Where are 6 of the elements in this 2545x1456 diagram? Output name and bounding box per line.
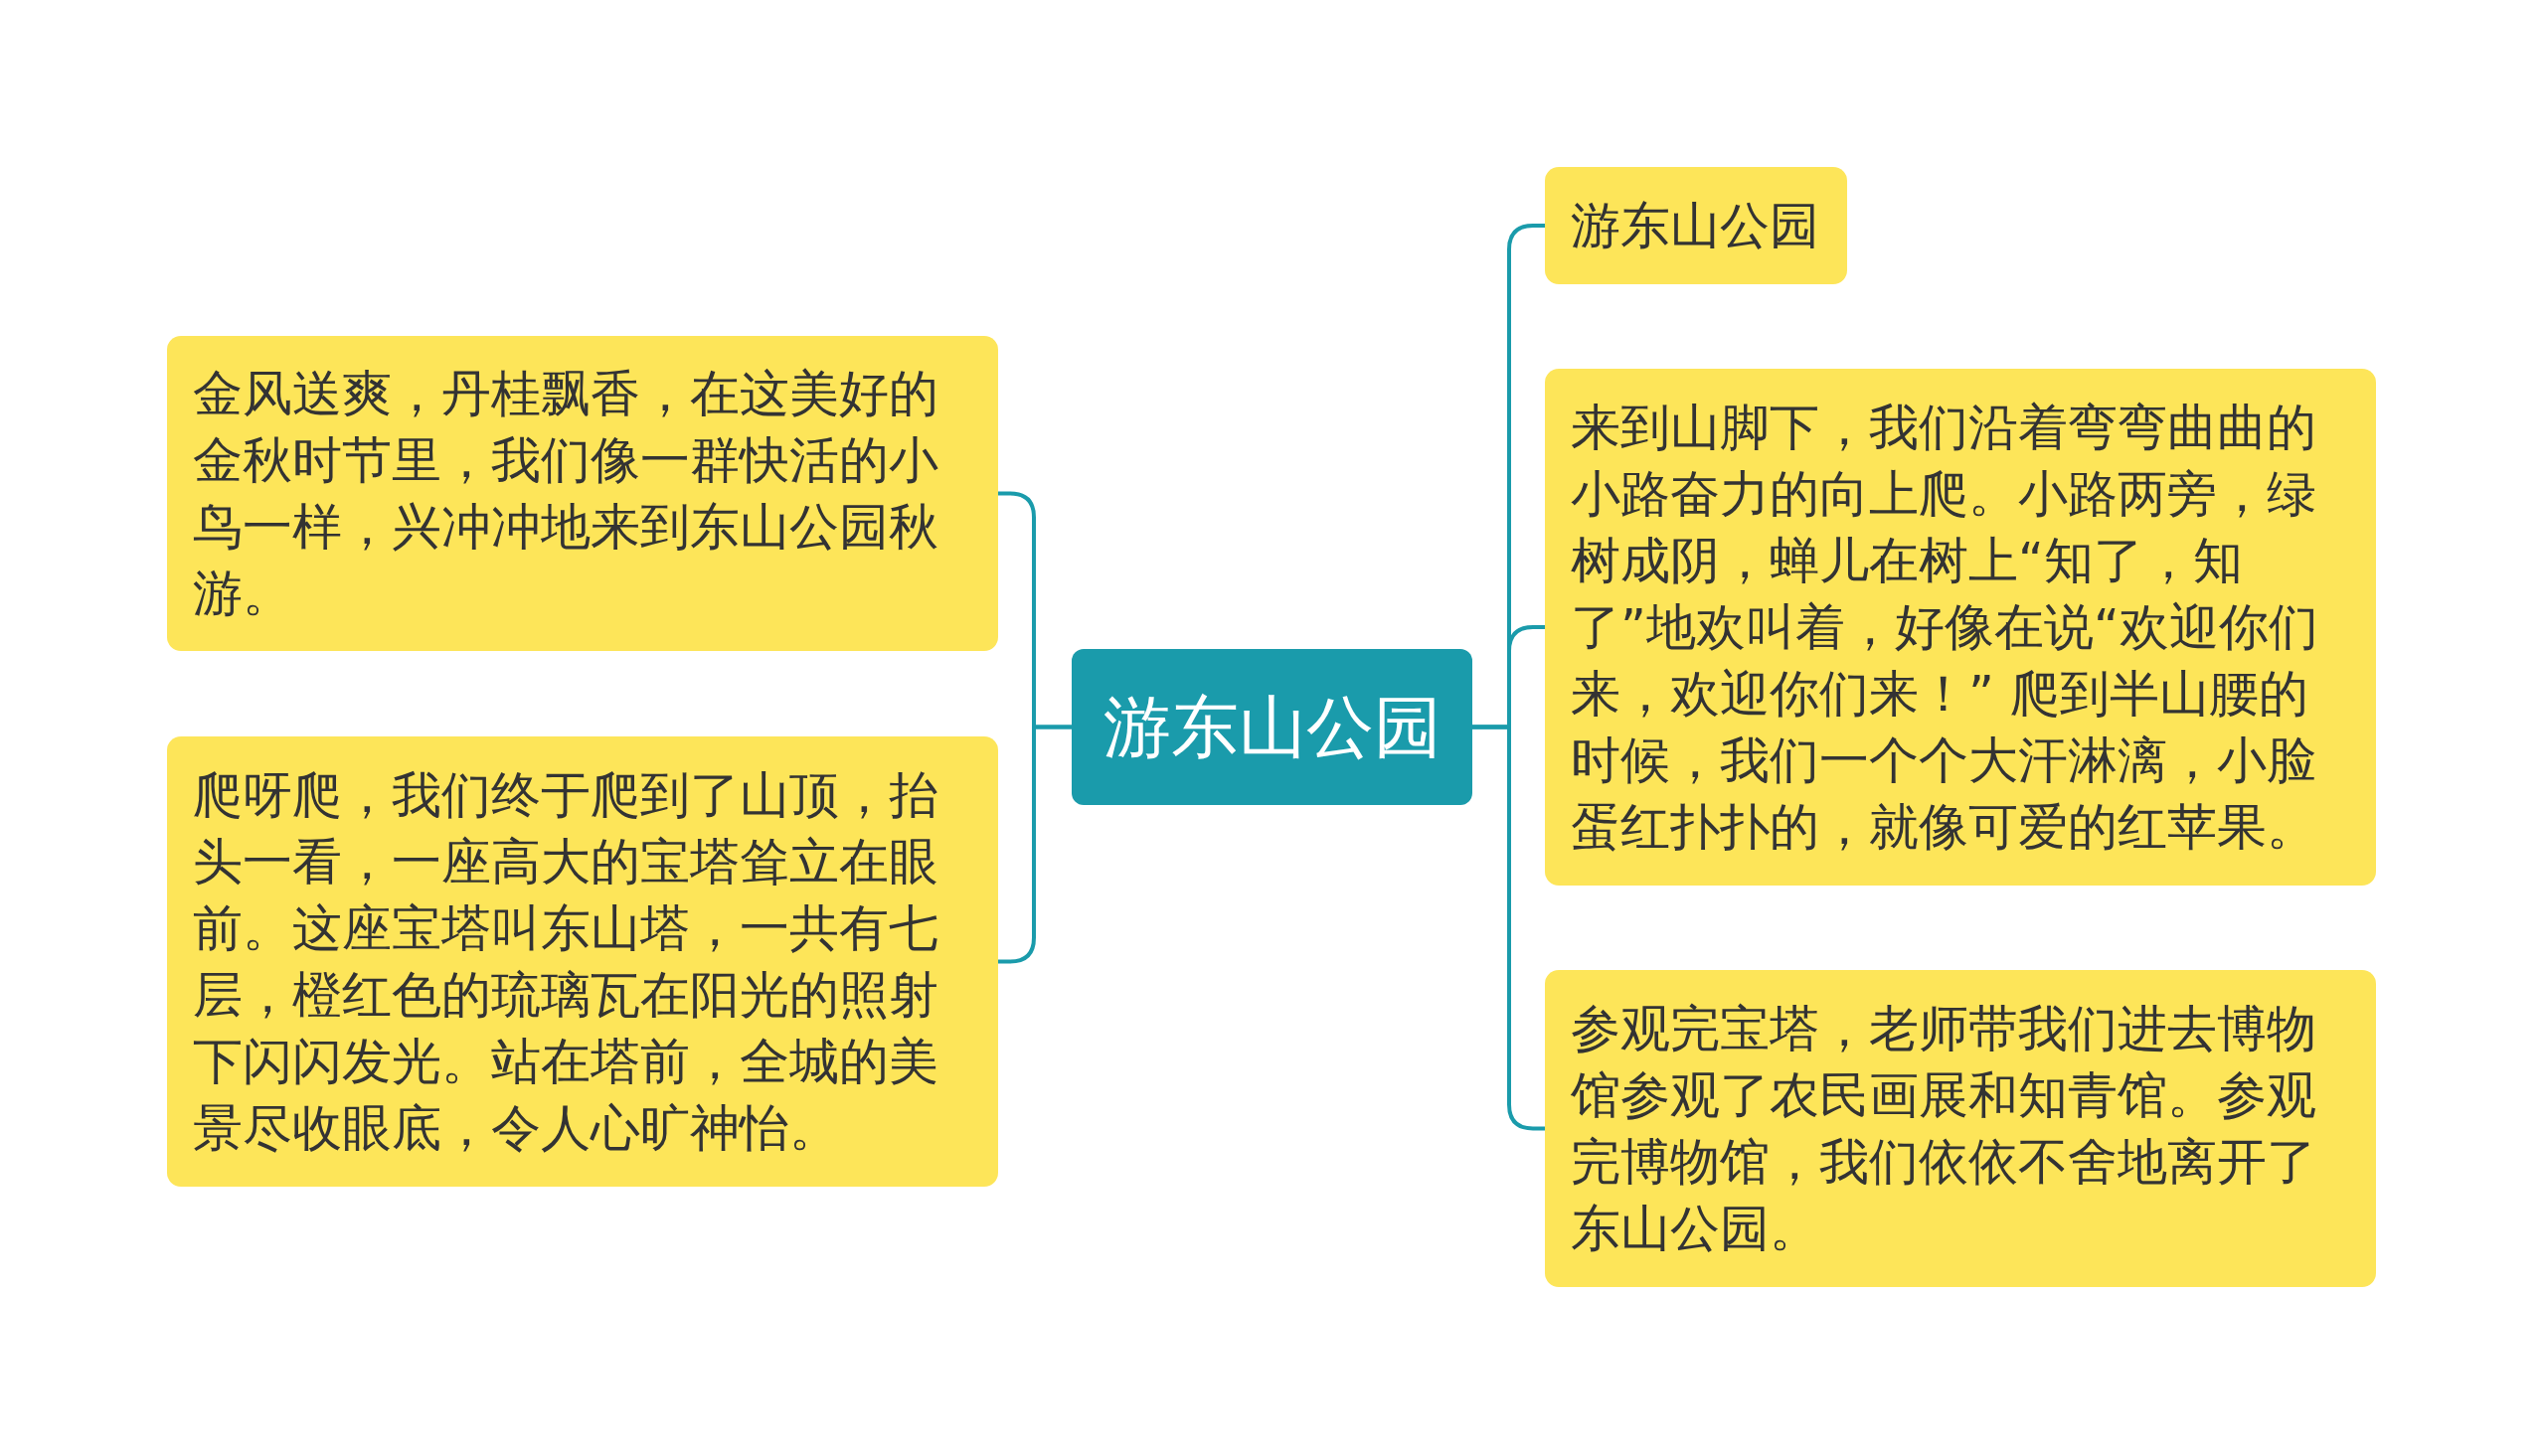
text-box: 爬呀爬，我们终于爬到了山顶，抬头一看，一座高大的宝塔耸立在眼前。这座宝塔叫东山塔，一共有七层，橙红色的琉璃瓦在阳光的照射下闪闪发光。站在塔前，全城的美景尽收眼底，令人心旷神怡。	[167, 736, 998, 1187]
text-box: 来到山脚下，我们沿着弯弯曲曲的小路奋力的向上爬。小路两旁，绿树成阴，蝉儿在树上“知了，知了”地欢叫着，好像在说“欢迎你们来，欢迎你们来！” 爬到半山腰的时候，我们一个个大汗淋漓，小脸蛋红扑扑的，就像可爱的红苹果。	[1545, 369, 2376, 886]
text-box: 游东山公园	[1545, 167, 1847, 284]
text-box: 参观完宝塔，老师带我们进去博物馆参观了农民画展和知青馆。参观完博物馆，我们依依不舍地离开了东山公园。	[1545, 970, 2376, 1287]
text-box: 金风送爽，丹桂飘香，在这美好的金秋时节里，我们像一群快活的小鸟一样，兴冲冲地来到东山公园秋游。	[167, 336, 998, 651]
topic-box: 游东山公园	[1072, 649, 1472, 805]
